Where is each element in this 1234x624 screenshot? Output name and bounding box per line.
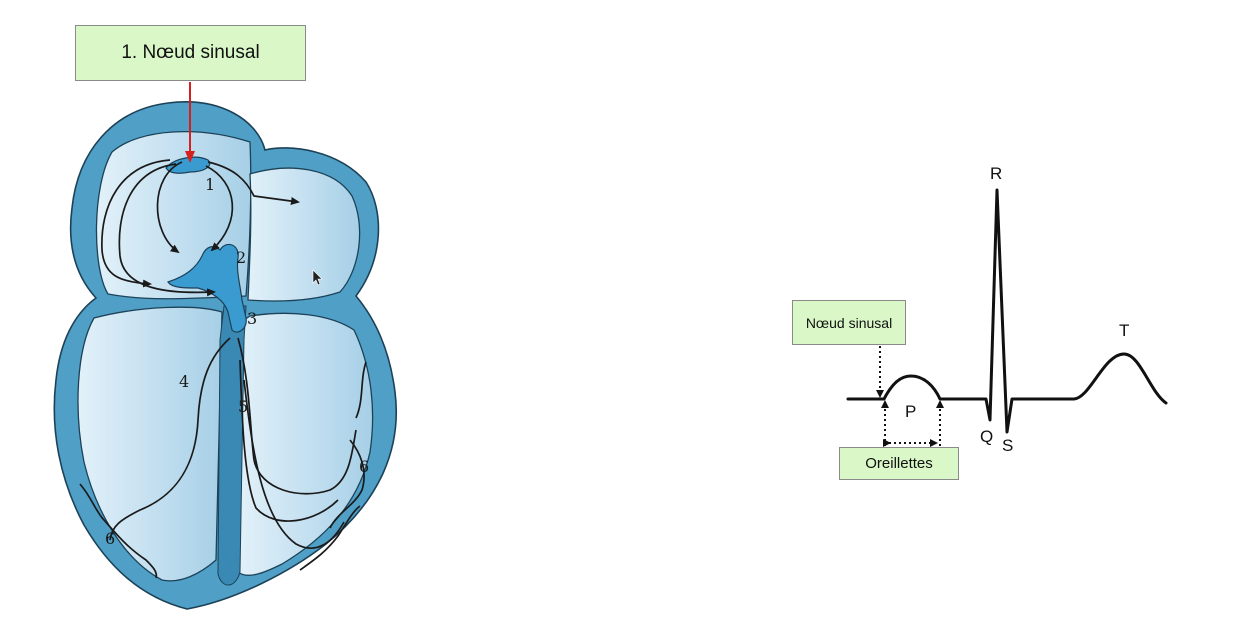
ecg-atria-callout-text: Oreillettes	[865, 455, 933, 472]
label-his-bundle-number: 3	[247, 309, 257, 328]
ecg-label-q: Q	[980, 427, 993, 446]
mouse-cursor-icon	[312, 269, 323, 286]
ecg-label-t: T	[1119, 321, 1129, 340]
right-atrium-chamber	[247, 167, 361, 302]
right-ventricle-chamber	[237, 312, 374, 576]
atrioventricular-node	[167, 243, 247, 333]
ecg-label-s: S	[1002, 436, 1013, 455]
ecg-label-r: R	[990, 164, 1002, 183]
label-right-branch-number: 5	[238, 397, 248, 416]
ecg-atria-callout: Oreillettes	[839, 447, 959, 480]
sinus-node-callout: 1. Nœud sinusal	[75, 25, 306, 81]
left-ventricle-chamber	[77, 306, 223, 582]
label-purkinje-left-number: 6	[105, 529, 115, 548]
ecg-diagram: P Q R S T	[846, 164, 1168, 455]
label-av-node-number: 2	[236, 248, 246, 267]
ecg-sinus-node-callout: Nœud sinusal	[792, 300, 906, 345]
ecg-trace	[846, 188, 1168, 434]
label-purkinje-right-number: 6	[359, 457, 369, 476]
sinus-node-callout-text: 1. Nœud sinusal	[121, 42, 260, 63]
conduction-pathways	[79, 159, 367, 579]
ecg-label-p: P	[905, 402, 916, 421]
ecg-sinus-node-callout-text: Nœud sinusal	[805, 314, 893, 331]
septum	[217, 305, 247, 586]
label-left-branch-number: 4	[179, 372, 189, 391]
ecg-dotted-arrows	[876, 346, 944, 447]
heart-diagram: 1 2 3 4 5 6 6	[53, 82, 398, 610]
label-sinus-node-number: 1	[205, 175, 215, 194]
